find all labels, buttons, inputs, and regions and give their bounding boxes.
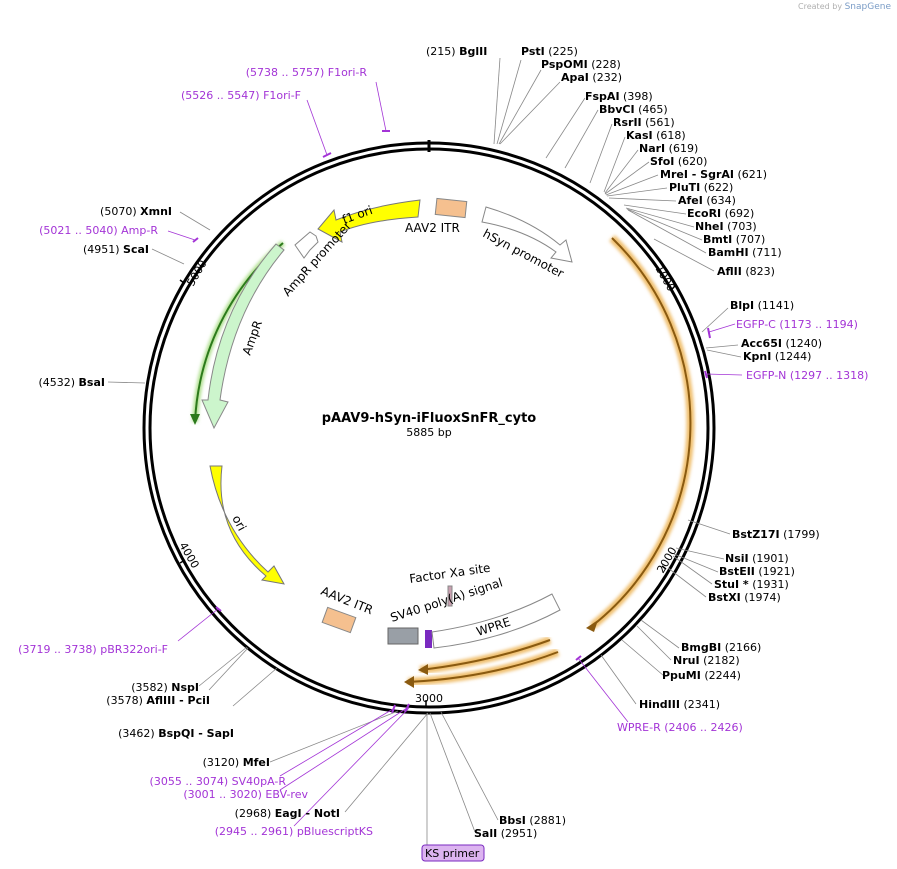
tick-3000: 3000 <box>415 692 443 705</box>
ampr-promoter-arrow <box>294 231 319 259</box>
enzyme-ecori: EcoRI (692) <box>687 207 754 220</box>
orf-arcs <box>190 235 695 688</box>
enzyme-kasi: KasI (618) <box>626 129 686 142</box>
enzyme-aflii: AflII (823) <box>717 265 775 278</box>
enzyme-bmti: BmtI (707) <box>703 233 765 246</box>
enzyme-bmgbi: BmgBI (2166) <box>681 641 761 654</box>
enzyme-rsrii: RsrII (561) <box>613 116 675 129</box>
enzyme-xmni: (5070) XmnI <box>100 205 172 218</box>
enzyme-nsii: NsiI (1901) <box>725 552 789 565</box>
snapgene-logo: SnapGene <box>844 2 891 12</box>
sv40-polya <box>387 627 419 645</box>
enzyme-bspqi-sapi: (3462) BspQI - SapI <box>118 727 234 740</box>
enzyme-bstz17i: BstZ17I (1799) <box>732 528 820 541</box>
enzyme-labels-left: (2968) EagI - NotI (3120) MfeI (3462) Bs… <box>38 205 340 820</box>
enzyme-scai: (4951) ScaI <box>83 243 149 256</box>
enzyme-pluti: PluTI (622) <box>669 181 733 194</box>
enzyme-pspomi: PspOMI (228) <box>541 58 621 71</box>
credit: Created by SnapGene <box>798 2 891 12</box>
enzyme-mfei: (3120) MfeI <box>203 756 270 769</box>
primer-leaders <box>167 81 743 827</box>
ks-primer-box <box>421 844 485 862</box>
primer-amp-r: (5021 .. 5040) Amp-R <box>39 224 158 237</box>
plasmid-name: pAAV9-hSyn-iFluoxSnFR_cyto <box>322 411 537 426</box>
primer-pbr322ori-f: (3719 .. 3738) pBR322ori-F <box>18 643 168 656</box>
enzyme-fspai: FspAI (398) <box>585 90 653 103</box>
primer-f1ori-r: (5738 .. 5757) F1ori-R <box>246 66 368 79</box>
primer-egfp-n: EGFP-N (1297 .. 1318) <box>746 369 868 382</box>
sv40-polya-label: SV40 poly(A) signal <box>389 575 505 625</box>
enzyme-leaders <box>107 57 742 833</box>
credit-prefix: Created by <box>798 2 843 11</box>
ampr-label: AmpR <box>240 319 265 357</box>
primer-egfp-c: EGFP-C (1173 .. 1194) <box>736 318 858 331</box>
primer-labels: (5738 .. 5757) F1ori-R (5526 .. 5547) F1… <box>18 66 868 838</box>
enzyme-kpni: KpnI (1244) <box>743 350 811 363</box>
plasmid-size: 5885 bp <box>406 426 451 439</box>
enzyme-sfoi: SfoI (620) <box>650 155 707 168</box>
enzyme-bbvci: BbvCI (465) <box>599 103 668 116</box>
enzyme-afei: AfeI (634) <box>678 194 736 207</box>
enzyme-bamhi: BamHI (711) <box>708 246 782 259</box>
aav2-itr-right <box>321 606 357 634</box>
primer-pbluescriptks: (2945 .. 2961) pBluescriptKS <box>215 825 373 838</box>
enzyme-mrei-sgrai: MreI - SgrAI (621) <box>660 168 767 181</box>
enzyme-bglii: (215) BglII <box>426 45 487 58</box>
enzyme-ppumi: PpuMI (2244) <box>662 669 741 682</box>
f1-ori-arrow <box>317 199 421 243</box>
enzyme-nspi: (3582) NspI <box>131 681 199 694</box>
hsyn-promoter-label: hSyn promoter <box>481 226 567 280</box>
primer-ebv-rev: (3001 .. 3020) EBV-rev <box>183 788 308 801</box>
aav2-itr-left <box>434 197 468 219</box>
enzyme-bbsi: BbsI (2881) <box>499 814 566 827</box>
hsyn-promoter-arrow <box>481 206 573 263</box>
ori-arrow <box>209 465 285 585</box>
enzyme-nrui: NruI (2182) <box>673 654 740 667</box>
factor-xa-site <box>447 585 453 607</box>
enzyme-stui: StuI * (1931) <box>714 578 789 591</box>
enzyme-labels: (215) BglII PstI (225) PspOMI (228) ApaI… <box>426 45 822 840</box>
ks-primer-label: KS primer <box>425 847 480 860</box>
enzyme-sali: SalI (2951) <box>474 827 537 840</box>
sv40-polya-arrow <box>425 630 432 648</box>
primer-f1ori-f: (5526 .. 5547) F1ori-F <box>181 89 301 102</box>
enzyme-bstxi: BstXI (1974) <box>708 591 781 604</box>
enzyme-apai: ApaI (232) <box>561 71 622 84</box>
ampr-arrow <box>201 243 285 430</box>
enzyme-nari: NarI (619) <box>639 142 698 155</box>
primer-sv40pa-r: (3055 .. 3074) SV40pA-R <box>150 775 287 788</box>
aav2-itr-left-label: AAV2 ITR <box>405 221 460 235</box>
wpre-arrow <box>431 593 561 649</box>
primer-wpre-r: WPRE-R (2406 .. 2426) <box>617 721 743 734</box>
ampr-promoter-label: AmpR promoter <box>280 219 354 299</box>
enzyme-eagi-noti: (2968) EagI - NotI <box>235 807 340 820</box>
enzyme-bsai: (4532) BsaI <box>38 376 105 389</box>
enzyme-nhei: NheI (703) <box>695 220 757 233</box>
ori-label: ori <box>229 513 249 533</box>
enzyme-acc65i: Acc65I (1240) <box>741 337 822 350</box>
enzyme-blpi: BlpI (1141) <box>730 299 794 312</box>
enzyme-bsteii: BstEII (1921) <box>719 565 795 578</box>
enzyme-psti: PstI (225) <box>521 45 578 58</box>
enzyme-afliii-pcii: (3578) AflIII - PciI <box>106 694 210 707</box>
enzyme-hindiii: HindIII (2341) <box>639 698 720 711</box>
